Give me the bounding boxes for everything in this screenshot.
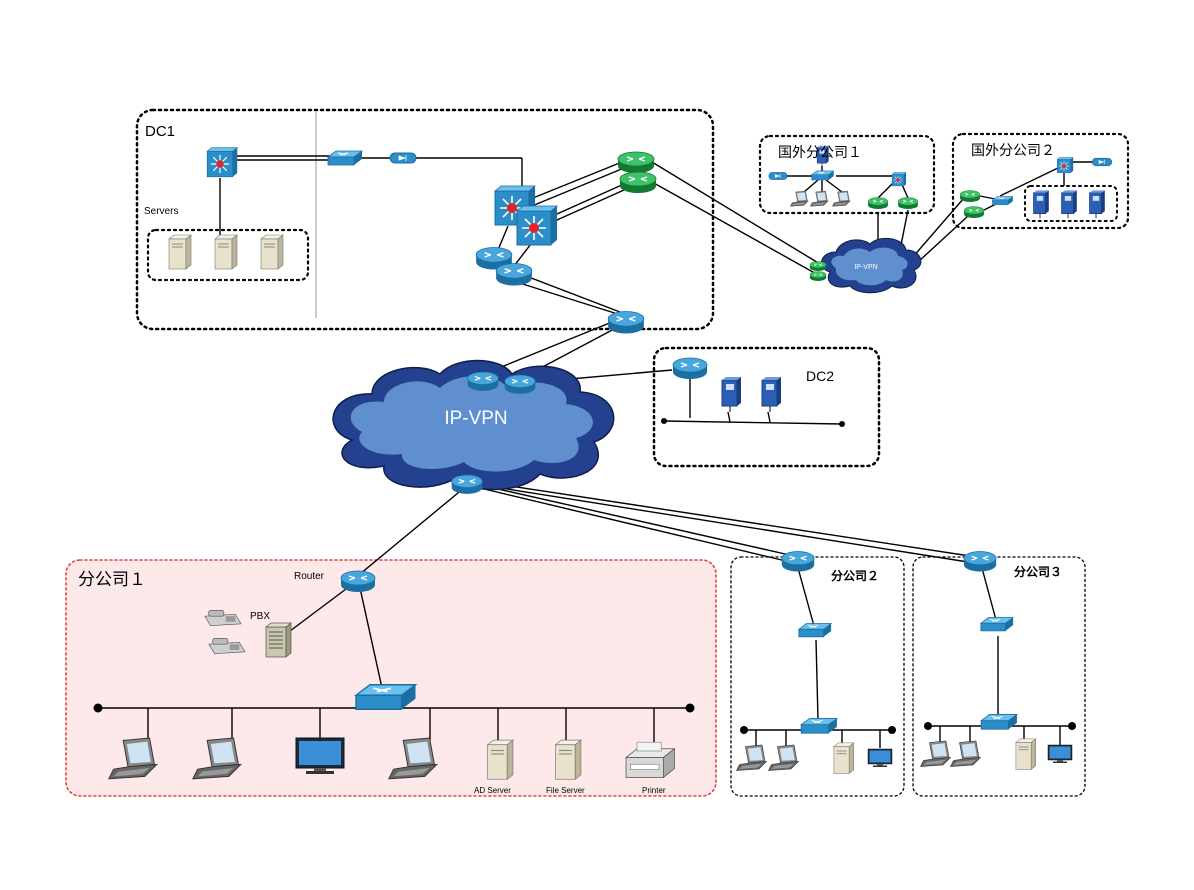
branch2-boundary — [730, 556, 905, 797]
overseas1-switch — [811, 170, 835, 181]
branch3-boundary — [912, 556, 1086, 797]
branch1-pbx-label: PBX — [250, 611, 270, 622]
overseas1-laptop-1 — [790, 190, 809, 207]
dc1-router-2 — [495, 262, 533, 287]
overseas2-repeater — [1091, 157, 1113, 167]
dc1-server-2 — [214, 234, 238, 270]
branch3-switch-lower — [980, 713, 1018, 730]
dc2-boundary — [652, 346, 881, 468]
overseas2-boundary — [951, 132, 1130, 230]
small-cloud-router-1 — [809, 261, 827, 272]
branch1-ad-server-label: AD Server — [474, 786, 511, 795]
branch3-laptop-1 — [920, 740, 951, 767]
branch1-ad-server — [487, 739, 514, 780]
branch3-label: 分公司３ — [1014, 564, 1062, 579]
cloud-router-branch — [451, 474, 483, 495]
branch3-switch-upper — [980, 617, 1014, 632]
dc2-server-2 — [761, 376, 782, 413]
small-cloud-router-2 — [809, 271, 827, 282]
branch2-laptop-1 — [736, 744, 767, 771]
cloud-router-dc1-2 — [504, 374, 536, 395]
overseas1-laptop-2 — [810, 190, 829, 207]
branch1-pbx — [265, 622, 292, 658]
branch1-printer-label: Printer — [642, 786, 666, 795]
overseas2-green-router-2 — [963, 206, 985, 219]
ip-vpn-cloud-label: IP-VPN — [444, 408, 507, 429]
network-links — [98, 155, 1094, 748]
branch2-router — [781, 550, 815, 573]
dc1-boundary — [135, 108, 715, 331]
ip-vpn-cloud-main: IP-VPN — [332, 359, 615, 491]
branch1-router — [340, 570, 376, 593]
dc1-repeater — [389, 152, 417, 164]
overseas2-server-1 — [1033, 189, 1050, 219]
ip-vpn-cloud-small: IP-VPN — [821, 237, 922, 294]
dc1-server-1 — [168, 234, 192, 270]
overseas2-label: 国外分公司２ — [971, 142, 1055, 158]
branch2-switch-lower — [800, 717, 838, 734]
overseas2-server-3 — [1089, 189, 1106, 219]
overseas2-green-router-1 — [959, 190, 981, 203]
dc1-edge-router — [607, 310, 645, 335]
branch2-monitor — [867, 748, 893, 768]
overseas1-label: 国外分公司１ — [778, 144, 862, 160]
overseas1-green-router-1 — [867, 197, 889, 210]
branch2-server — [833, 742, 855, 774]
branch3-monitor — [1047, 744, 1073, 764]
dc2-server-1 — [721, 376, 742, 413]
branch1-file-server — [555, 739, 582, 780]
overseas1-l3switch — [891, 172, 907, 187]
dc1-green-router-1 — [617, 151, 655, 174]
dc1-l3switch-a — [206, 146, 238, 178]
bus-endpoints — [93, 418, 1076, 734]
dc1-server-3 — [260, 234, 284, 270]
overseas1-laptop-3 — [832, 190, 851, 207]
overseas1-green-router-2 — [897, 197, 919, 210]
branch1-router-label: Router — [294, 571, 325, 582]
dc2-router — [672, 357, 708, 380]
branch3-laptop-2 — [950, 740, 981, 767]
overseas1-boundary — [758, 134, 936, 215]
dc1-switch — [327, 150, 363, 166]
branch1-label: 分公司１ — [78, 570, 146, 589]
overseas2-switch — [992, 196, 1014, 206]
dc1-servers-group — [146, 228, 310, 282]
overseas1-repeater — [768, 172, 788, 180]
overseas2-l3switch — [1056, 156, 1074, 174]
branch3-server — [1015, 738, 1037, 770]
branch2-switch-upper — [798, 623, 832, 638]
branch2-label: 分公司２ — [831, 568, 879, 583]
branch1-file-server-label: File Server — [546, 786, 585, 795]
dc2-label: DC2 — [806, 368, 834, 384]
branch3-router — [963, 550, 997, 573]
dc1-green-router-2 — [619, 171, 657, 194]
ip-vpn-cloud-small-label: IP-VPN — [854, 264, 877, 271]
branch1-boundary — [65, 559, 717, 797]
dc1-label: DC1 — [145, 123, 175, 140]
dc1-servers-label: Servers — [144, 206, 178, 217]
overseas2-server-2 — [1061, 189, 1078, 219]
branch2-laptop-2 — [768, 744, 799, 771]
cloud-router-dc1-1 — [467, 371, 499, 392]
dc1-core-l3switch-2 — [516, 205, 558, 246]
overseas2-servers-group — [1024, 185, 1118, 222]
